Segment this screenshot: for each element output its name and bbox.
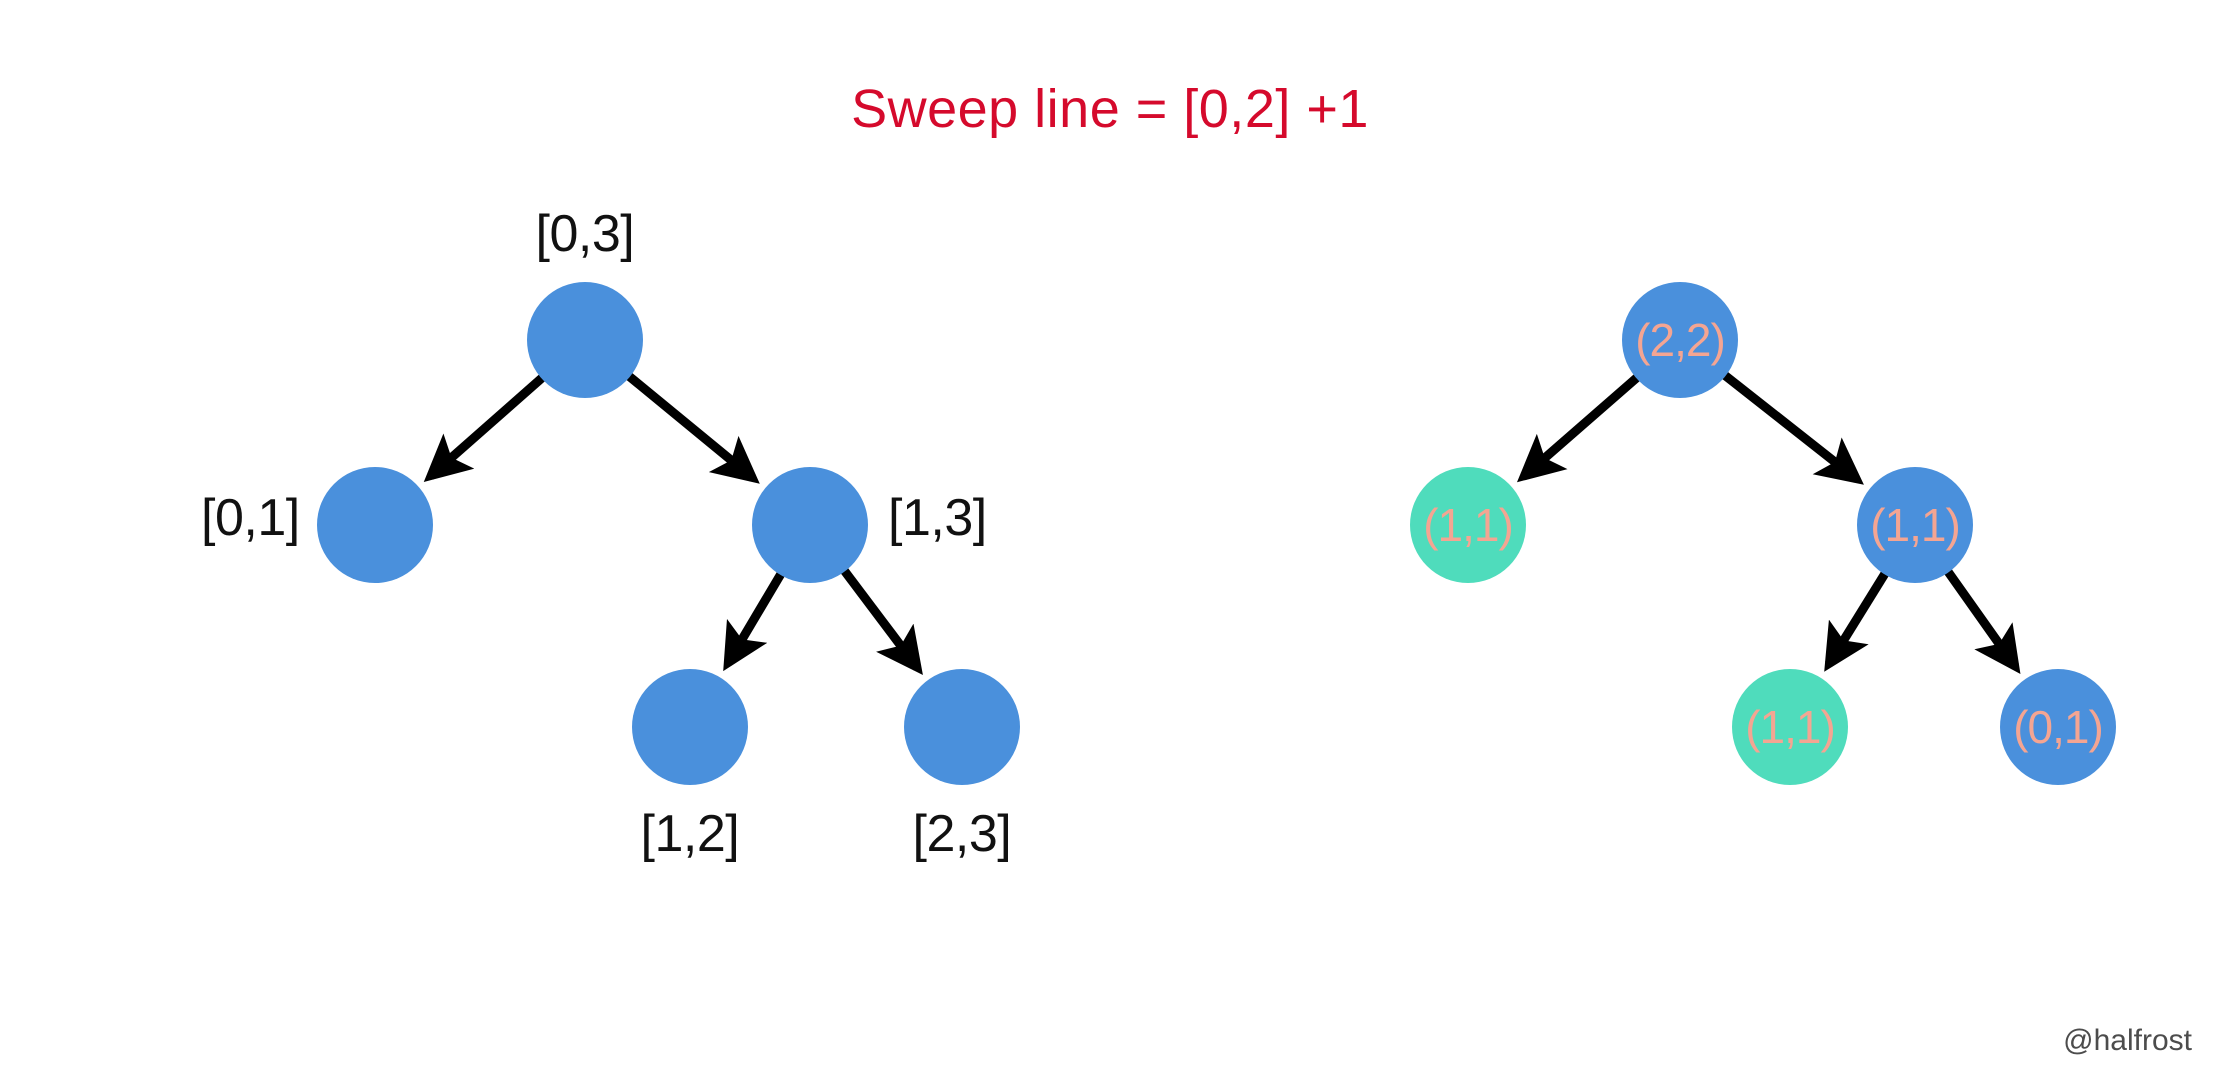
page-title: Sweep line = [0,2] +1 [851,79,1369,139]
tree-node[interactable] [632,669,748,785]
tree-node-value: (1,1) [1423,499,1514,551]
tree-edge [423,370,549,483]
tree-node-value: (2,2) [1635,314,1726,366]
tree-edge [1824,566,1892,672]
tree-node[interactable]: (2,2) [1622,282,1738,398]
tree-edge [1718,368,1864,485]
tree-node-value: (1,1) [1745,701,1836,753]
watermark: @halfrost [2063,1024,2192,1057]
tree-node-label: [1,3] [888,489,987,547]
tree-node[interactable]: (1,1) [1732,669,1848,785]
tree-node[interactable] [527,282,643,398]
tree-edge [622,369,760,484]
tree-node-label: [0,3] [535,205,635,263]
tree-node[interactable]: (0,1) [2000,669,2116,785]
tree-edge [1516,370,1644,483]
tree-node-label: [1,2] [640,805,740,863]
tree-edge [1941,564,2021,674]
tree-node-value: (0,1) [2013,701,2104,753]
tree-node[interactable] [904,669,1020,785]
tree-node-label: [0,1] [201,489,300,547]
tree-node-label: [2,3] [912,805,1012,863]
tree-node[interactable] [752,467,868,583]
tree-edge [723,567,788,672]
tree-node-value: (1,1) [1870,499,1961,551]
tree-edge [837,563,923,676]
tree-node[interactable]: (1,1) [1857,467,1973,583]
tree-node[interactable]: (1,1) [1410,467,1526,583]
tree-node[interactable] [317,467,433,583]
